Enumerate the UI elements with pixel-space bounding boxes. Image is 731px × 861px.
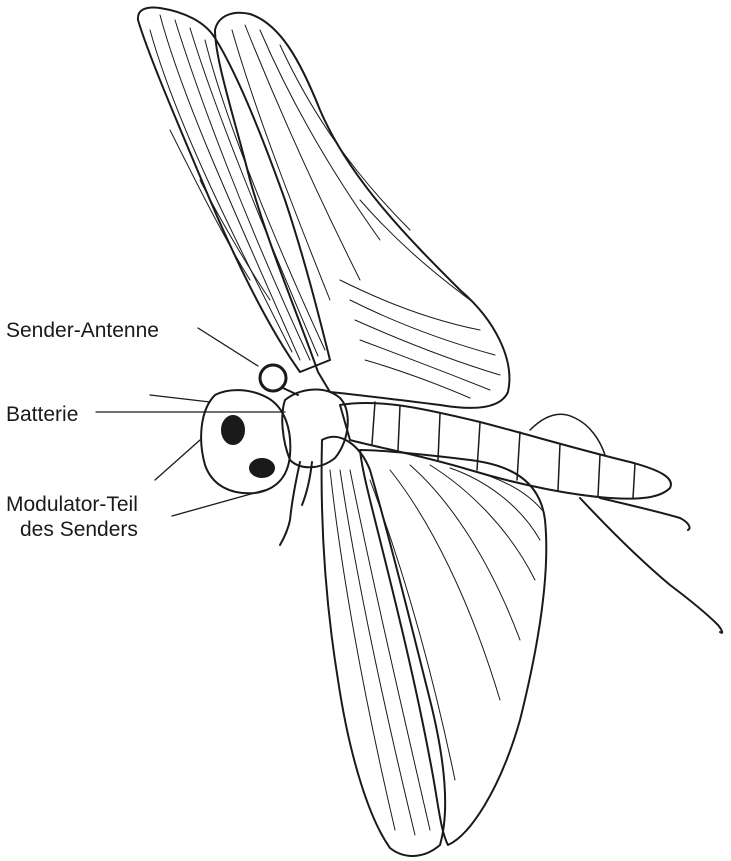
abdomen-segments: [372, 402, 635, 498]
misc-leader: [155, 440, 200, 480]
upper-left-wing-veins: [150, 15, 325, 360]
label-modulator-line1: Modulator-Teil: [6, 492, 138, 517]
thorax: [282, 390, 348, 468]
abdomen-upper-fold: [530, 414, 605, 455]
compound-eye-rear: [250, 459, 274, 477]
mid-leg: [302, 462, 312, 505]
label-sender-antenna: Sender-Antenne: [6, 318, 159, 343]
label-modulator-line2: des Senders: [6, 517, 138, 542]
upper-right-wing-veins: [232, 25, 500, 398]
label-modulator: Modulator-Teil des Senders: [6, 492, 138, 542]
antenna-ring: [260, 365, 286, 391]
compound-eye: [222, 416, 244, 444]
front-leg: [280, 462, 300, 545]
modulator-leader: [172, 490, 265, 516]
upper-right-wing: [215, 13, 509, 408]
hind-leg-2: [600, 498, 690, 530]
hind-leg: [580, 498, 722, 633]
antenna-leader: [198, 328, 258, 366]
lower-left-wing: [322, 437, 446, 856]
head: [201, 390, 290, 493]
lower-wing-veins: [330, 465, 542, 835]
label-batterie: Batterie: [6, 402, 78, 427]
leader-lines: [96, 328, 285, 516]
